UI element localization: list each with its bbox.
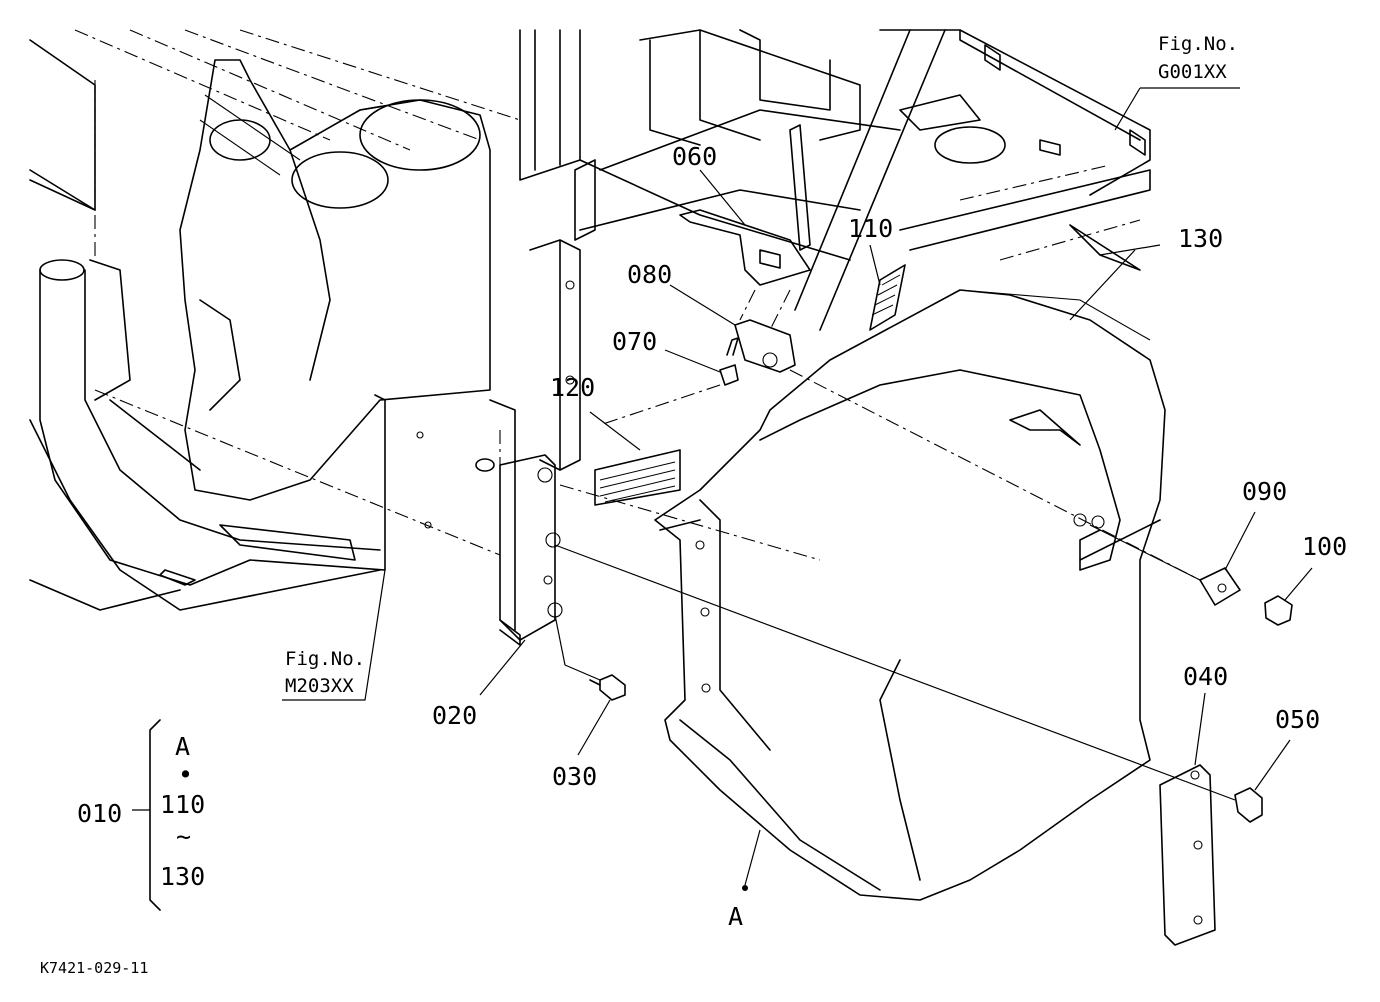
callout-010: 010 xyxy=(77,799,122,828)
fig-ref-m203-line2: M203XX xyxy=(285,675,354,697)
legend-item-a: A xyxy=(175,732,190,761)
callout-110: 110 xyxy=(848,214,893,243)
callout-020: 020 xyxy=(432,701,477,730)
washer-090 xyxy=(1199,567,1241,606)
callout-060: 060 xyxy=(672,142,717,171)
nut-050 xyxy=(1234,787,1263,823)
bracket-080 xyxy=(734,319,796,373)
assembly-lines xyxy=(554,524,1236,801)
fig-ref-g001-line2: G001XX xyxy=(1158,61,1227,83)
callout-050: 050 xyxy=(1275,705,1320,734)
legend-dot: • xyxy=(178,760,193,789)
front-bar xyxy=(29,259,386,611)
callout-080: 080 xyxy=(627,260,672,289)
callout-030: 030 xyxy=(552,762,597,791)
decal-120 xyxy=(594,449,681,506)
marker-a-dot xyxy=(742,885,748,891)
callout-100: 100 xyxy=(1302,532,1347,561)
dash-console xyxy=(179,59,491,529)
leader-lines xyxy=(132,87,1313,886)
side-cover xyxy=(654,289,1166,901)
decal-130 xyxy=(1069,224,1141,271)
callout-120: 120 xyxy=(550,373,595,402)
center-bracket xyxy=(529,159,596,471)
bracket-060 xyxy=(679,124,811,286)
nut-100 xyxy=(1264,595,1293,626)
callout-040: 040 xyxy=(1183,662,1228,691)
fig-ref-m203-line1: Fig.No. xyxy=(285,648,365,670)
hinge-bracket-020 xyxy=(475,399,563,646)
legend-bracket xyxy=(149,719,161,911)
callout-130: 130 xyxy=(1178,224,1223,253)
callout-090: 090 xyxy=(1242,477,1287,506)
plate-040 xyxy=(1159,764,1216,946)
center-lines xyxy=(94,80,1201,581)
bolt-070 xyxy=(719,337,739,386)
legend-range-start: 110 xyxy=(160,790,205,819)
drawing-code: K7421-029-11 xyxy=(40,959,148,977)
callout-070: 070 xyxy=(612,327,657,356)
legend-tilde: ~ xyxy=(176,822,191,851)
fig-ref-g001-line1: Fig.No. xyxy=(1158,33,1238,55)
bolt-030 xyxy=(589,674,626,701)
decal-110 xyxy=(869,264,906,331)
chassis-frame xyxy=(29,29,1151,331)
marker-a-label: A xyxy=(728,902,743,931)
legend-range-end: 130 xyxy=(160,862,205,891)
